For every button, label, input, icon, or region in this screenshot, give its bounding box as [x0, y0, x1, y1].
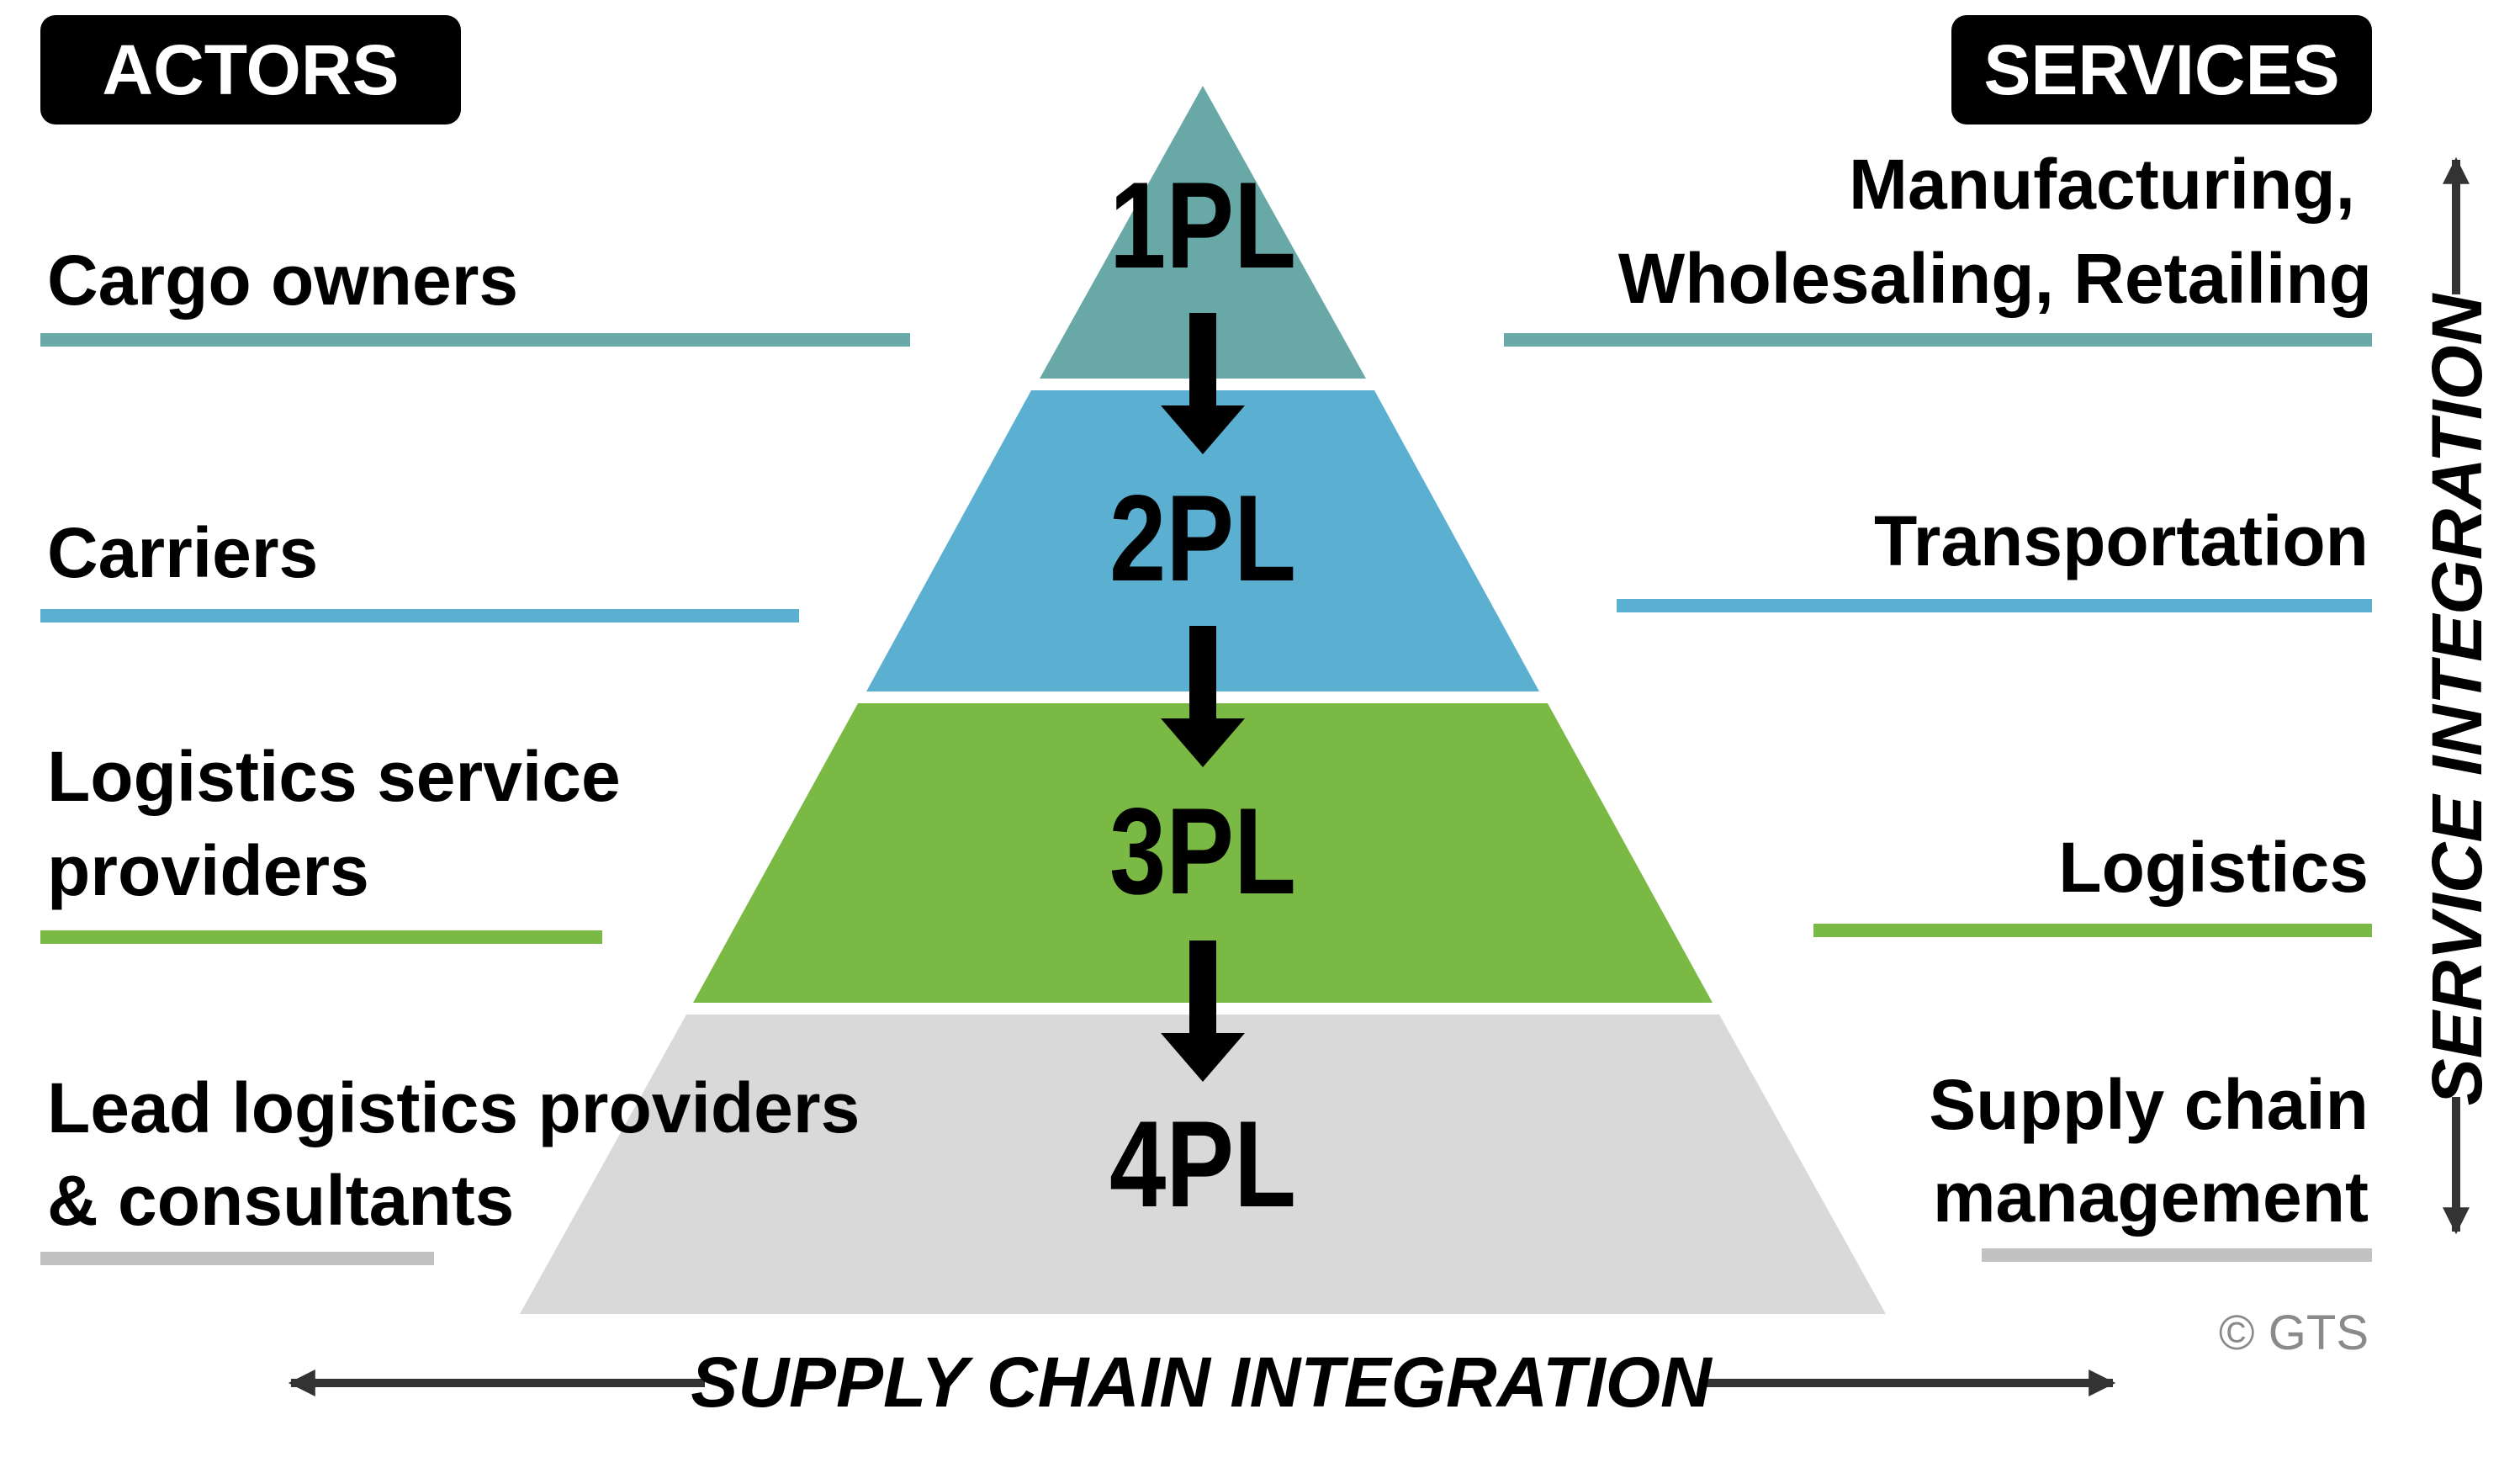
service-label-1pl-line1: Manufacturing, [1849, 145, 2355, 224]
band-label-3pl: 3PL [1109, 782, 1296, 919]
copyright-text: © GTS [2219, 1306, 2369, 1360]
actor-underline-3pl [40, 930, 602, 944]
actor-label-4pl-line1: Lead logistics providers [47, 1068, 860, 1147]
service-integration-label: SERVICE INTEGRATION [2417, 292, 2496, 1105]
actor-underline-1pl [40, 333, 910, 347]
service-label-4pl-line2: management [1933, 1158, 2369, 1237]
service-label-1pl-line2: Wholesaling, Retailing [1618, 239, 2372, 318]
arrow-down-1 [1161, 313, 1245, 454]
service-label-4pl-line1: Supply chain [1929, 1065, 2369, 1144]
actor-label-3pl-line1: Logistics service [47, 737, 621, 816]
services-header-bg [1951, 15, 2372, 125]
actor-label-2pl: Carriers [47, 513, 318, 592]
service-underline-3pl [1813, 924, 2372, 937]
band-label-2pl: 2PL [1109, 469, 1296, 607]
supply-chain-integration-label: SUPPLY CHAIN INTEGRATION [691, 1343, 1713, 1422]
actor-underline-2pl [40, 609, 799, 623]
actor-underline-4pl [40, 1252, 434, 1265]
services-header-label: SERVICES [1983, 30, 2339, 109]
actor-label-1pl: Cargo owners [47, 241, 518, 320]
pyramid-band-3pl [693, 703, 1713, 1003]
arrow-down-2 [1161, 626, 1245, 767]
service-underline-4pl [1982, 1248, 2372, 1262]
service-underline-1pl [1504, 333, 2372, 347]
pyramid-band-1pl [1040, 86, 1366, 379]
actor-label-4pl-line2: & consultants [47, 1161, 514, 1240]
band-label-4pl: 4PL [1109, 1095, 1296, 1232]
actor-label-3pl-line2: providers [47, 831, 369, 910]
pyramid-band-4pl [520, 1015, 1886, 1314]
actors-header: ACTORS [40, 15, 461, 125]
arrow-down-3 [1161, 940, 1245, 1082]
service-label-2pl: Transportation [1874, 501, 2369, 580]
pyramid-band-2pl [866, 390, 1539, 691]
service-underline-2pl [1617, 599, 2372, 612]
service-label-3pl: Logistics [2058, 828, 2369, 907]
actors-header-label: ACTORS [102, 30, 399, 109]
band-label-1pl: 1PL [1109, 156, 1296, 294]
actors-header-bg [40, 15, 461, 125]
services-header: SERVICES [1951, 15, 2372, 125]
